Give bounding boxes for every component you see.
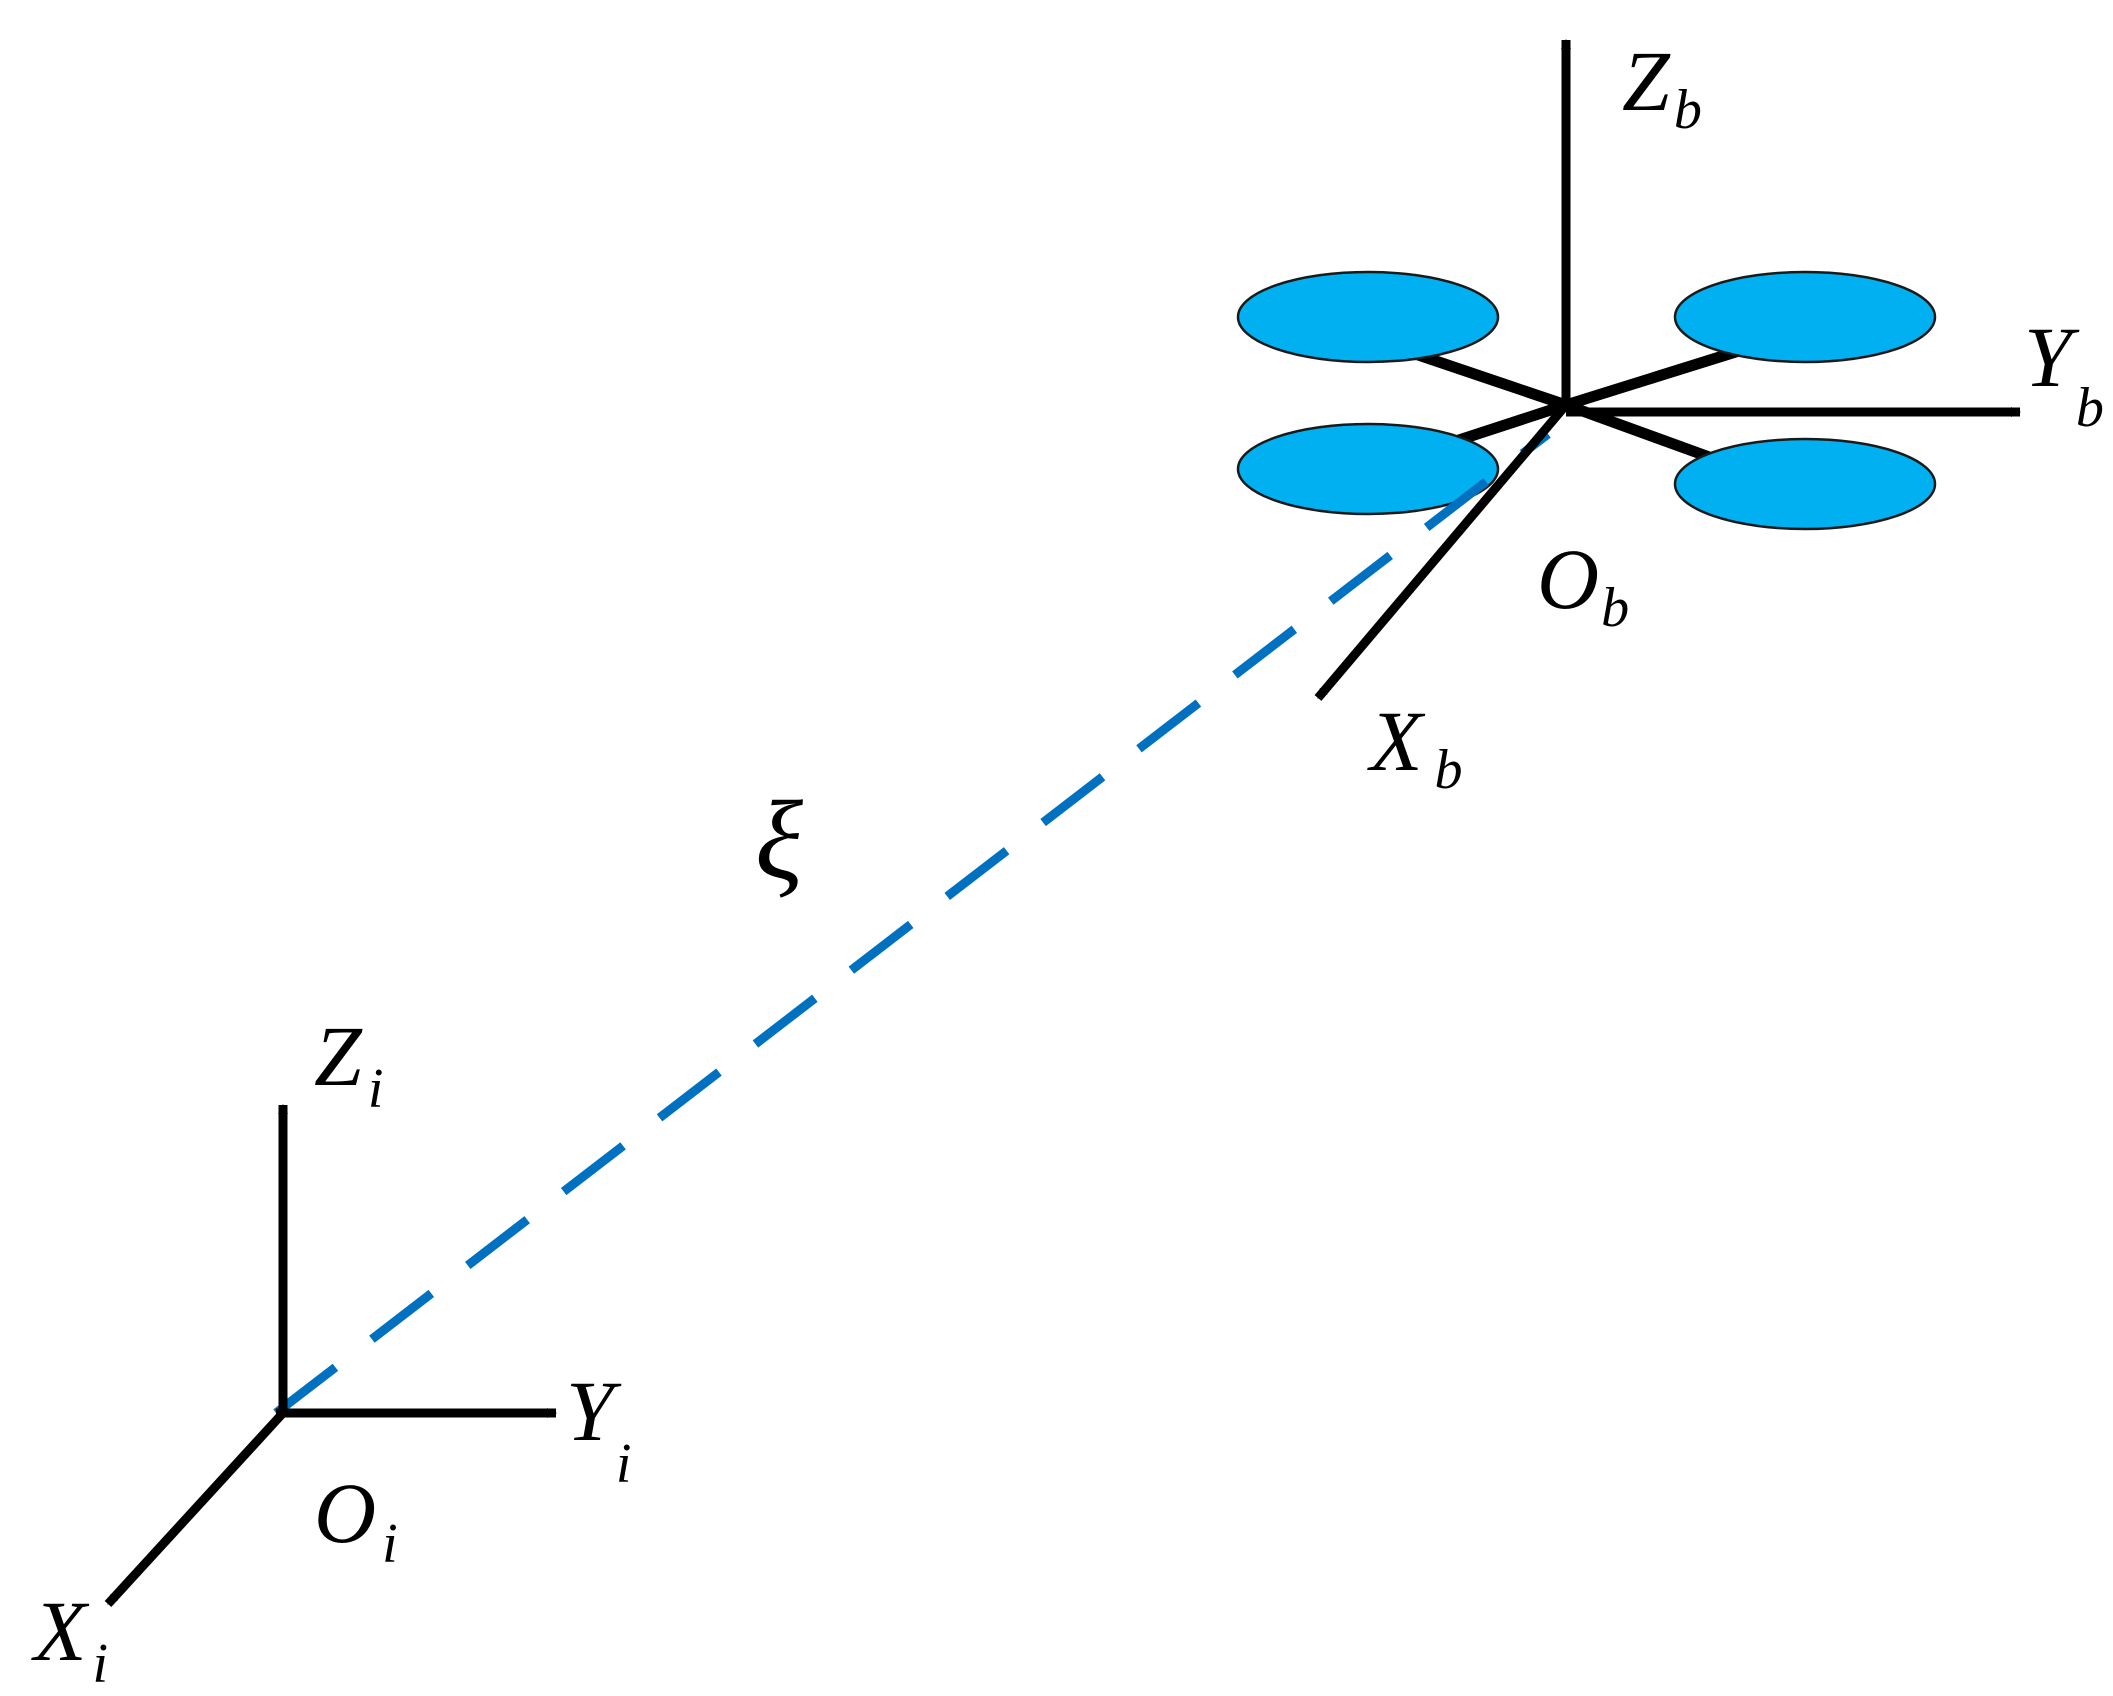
inertial-x-axis (104, 1409, 287, 1608)
body-x-axis (1314, 402, 1570, 701)
rotor-front-left (1236, 422, 1500, 516)
body-y-label: Yb (2024, 309, 2104, 439)
body-frame-axes (1314, 39, 2021, 701)
inertial-frame-axes (104, 1104, 557, 1608)
position-vector-dashed-line (273, 430, 1551, 1417)
rotor-rear-left (1236, 270, 1500, 364)
body-z-label: Zb (1622, 33, 1702, 141)
body-origin-label: Ob (1537, 531, 1629, 639)
rotor-front-right (1673, 437, 1937, 531)
quadrotor (1236, 270, 1937, 531)
rotor-rear-right (1673, 270, 1937, 364)
position-vector-label: ξ (755, 779, 803, 903)
inertial-y-label: Yi (566, 1363, 631, 1495)
